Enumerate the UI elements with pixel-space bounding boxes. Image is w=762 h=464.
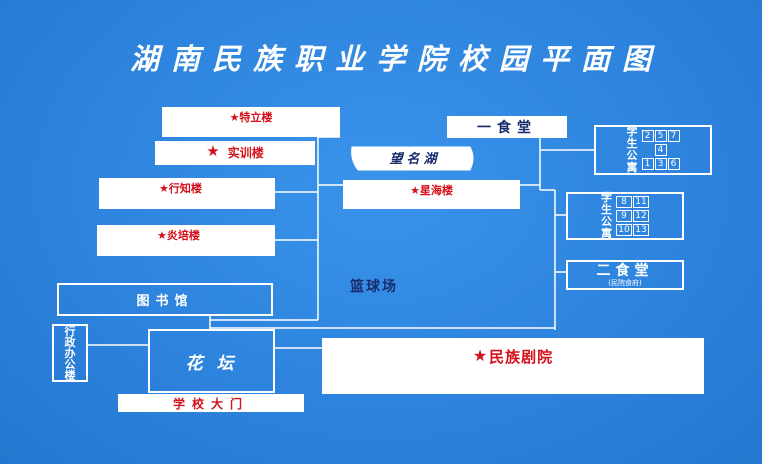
building-xingzhi: ★行知楼 (99, 178, 275, 209)
xingzhi-label: ★行知楼 (159, 182, 202, 195)
dorm-a-label: 学生公寓 (626, 125, 638, 174)
dorm-b-label: 学生公寓 (601, 191, 612, 240)
building-xinghai: ★星海楼 (343, 180, 520, 209)
teli-label: ★特立楼 (229, 111, 273, 124)
library-label: 图书馆 (136, 294, 194, 309)
star-icon: ★ (472, 346, 488, 365)
xinghai-label: ★星海楼 (410, 184, 453, 197)
admin-label: 行 政 办 公 楼 (64, 324, 76, 382)
theater-label: 民族剧院 (489, 348, 554, 366)
building-admin: 行 政 办 公 楼 (52, 324, 88, 382)
building-canteen-2: 二食堂 (民院食府) (566, 260, 684, 290)
building-yanpei: ★炎培楼 (97, 225, 275, 256)
building-theater: ★ 民族剧院 (322, 338, 704, 394)
lake-label: 望名湖 (389, 152, 441, 167)
canteen-2-sublabel: (民院食府) (608, 278, 642, 287)
building-canteen-1: 一食堂 (447, 116, 567, 138)
school-gate: 学校大门 (118, 394, 304, 412)
flower-bed-label: 花 坛 (185, 353, 238, 374)
yanpei-label: ★炎培楼 (157, 229, 200, 242)
building-library: 图书馆 (57, 283, 273, 316)
building-teli: ★特立楼 (162, 107, 340, 137)
basketball-court-label: 篮球场 (350, 279, 398, 295)
building-shixun: ★ 实训楼 (155, 141, 315, 165)
star-icon: ★ (206, 142, 220, 160)
flower-bed: 花 坛 (148, 329, 275, 393)
school-gate-label: 学校大门 (172, 396, 249, 411)
canteen-1-label: 一食堂 (477, 120, 537, 136)
canteen-2-label: 二食堂 (596, 262, 654, 279)
shixun-label: 实训楼 (227, 146, 264, 160)
map-title: 湖南民族职业学院校园平面图 (130, 42, 664, 76)
